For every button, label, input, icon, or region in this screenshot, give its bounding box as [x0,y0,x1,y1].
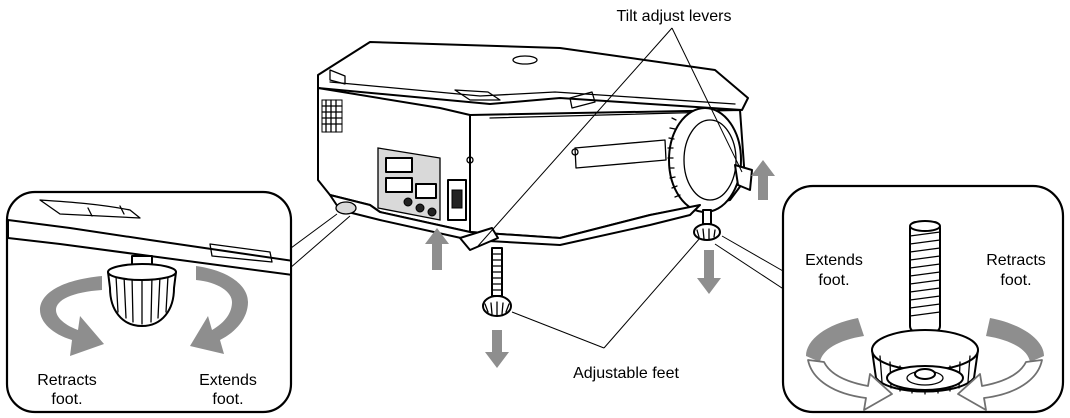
tilt-lever-right [734,164,753,191]
projector-illustration [317,41,753,317]
movement-arrows [425,160,775,368]
extends-rotation-arrow-icon [190,266,248,354]
left-retracts-label-line1: Retracts [37,372,97,389]
left-extends-label-line2: foot. [212,391,243,408]
down-arrow-left-foot-icon [485,330,509,368]
tilt-adjust-levers-label: Tilt adjust levers [617,8,732,25]
retracts-rotation-arrow-icon [40,276,104,356]
adjustable-foot-front-left [482,247,512,317]
right-inset-foot [871,220,979,395]
right-inset: Extends foot. Retracts foot. [781,184,1065,414]
lens [667,107,742,213]
connector-panel [377,147,467,221]
left-extends-label-line1: Extends [199,372,257,389]
adjustable-feet-label: Adjustable feet [573,365,679,382]
up-arrow-left-icon [425,228,449,270]
adjustable-foot-front-right [693,209,721,241]
vent-grille [321,99,343,133]
extends-rotation-arrow-right-icon [806,318,864,362]
down-arrow-right-foot-icon [697,250,721,294]
extends-rotation-arrowhead-right-icon [807,359,893,411]
retracts-rotation-arrow-right-icon [986,318,1044,362]
rear-foot [335,201,357,215]
left-retracts-label-line2: foot. [51,391,82,408]
left-inset: Retracts foot. Extends foot. [5,190,293,414]
left-inset-foot [107,255,177,327]
retracts-rotation-arrowhead-right-icon [957,359,1043,411]
right-retracts-label-line2: foot. [1000,272,1031,289]
leader-lines [267,27,791,349]
right-retracts-label-line1: Retracts [986,252,1046,269]
up-arrow-right-icon [751,160,775,200]
right-extends-label-line1: Extends [805,252,863,269]
right-extends-label-line2: foot. [818,272,849,289]
